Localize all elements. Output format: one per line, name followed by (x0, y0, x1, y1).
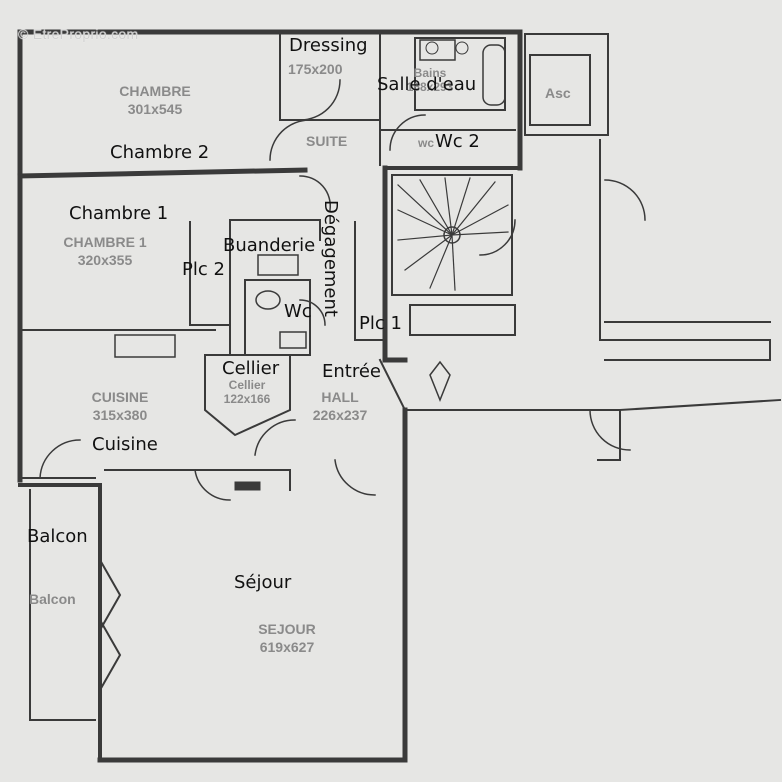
orig-sejour-name: SEJOUR (258, 621, 316, 637)
orig-sejour: SEJOUR 619x627 (232, 620, 342, 656)
orig-chambre1-name: CHAMBRE 1 (63, 234, 147, 250)
orig-balcon: Balcon (29, 591, 76, 607)
orig-cellier-name: Cellier (228, 378, 266, 392)
wall-chambre-split (17, 167, 308, 179)
orig-asc: Asc (545, 85, 571, 101)
label-plc1: Plc 1 (359, 313, 402, 334)
orig-chambre1-dims: 320x355 (77, 252, 133, 268)
orig-bains-name: Bains (413, 66, 447, 80)
orig-chambre: CHAMBRE 301x545 (100, 82, 210, 118)
label-plc2: Plc 2 (182, 259, 225, 280)
orig-hall-name: HALL (321, 389, 359, 405)
label-degagement: Dégagement (320, 200, 341, 317)
label-sejour: Séjour (234, 572, 292, 593)
label-wc: Wc (284, 301, 312, 322)
label-balcon: Balcon (27, 526, 88, 547)
orig-bains-dims: 168x293 (406, 80, 454, 94)
orig-chambre-name: CHAMBRE (119, 83, 191, 99)
orig-chambre-dims: 301x545 (127, 101, 183, 117)
orig-hall: HALL 226x237 (290, 388, 390, 424)
orig-hall-dims: 226x237 (312, 407, 368, 423)
watermark: © EtreProprio.com (18, 26, 139, 42)
orig-bains: Bains 168x293 (390, 66, 470, 94)
orig-sejour-dims: 619x627 (259, 639, 315, 655)
orig-chambre1: CHAMBRE 1 320x355 (40, 233, 170, 269)
label-cellier: Cellier (222, 358, 280, 379)
orig-wc-small: wc (418, 136, 435, 150)
label-buanderie: Buanderie (223, 235, 316, 256)
wall-stair-west (382, 165, 408, 363)
label-dressing: Dressing (289, 35, 368, 56)
label-wc2: Wc 2 (435, 131, 480, 152)
orig-dressing-dims: 175x200 (288, 61, 343, 77)
orig-suite: SUITE (306, 133, 348, 149)
orig-cellier: Cellier 122x166 (202, 378, 292, 406)
label-entree: Entrée (322, 361, 381, 382)
orig-cuisine-dims: 315x380 (92, 407, 148, 423)
label-salle-deau: Salle d'eau (377, 74, 477, 95)
orig-cuisine-name: CUISINE (91, 389, 149, 405)
orig-cuisine: CUISINE 315x380 (70, 388, 170, 424)
label-chambre2: Chambre 2 (110, 142, 210, 163)
orig-cellier-dims: 122x166 (223, 392, 271, 406)
label-chambre1: Chambre 1 (69, 203, 169, 224)
label-cuisine: Cuisine (92, 434, 158, 455)
